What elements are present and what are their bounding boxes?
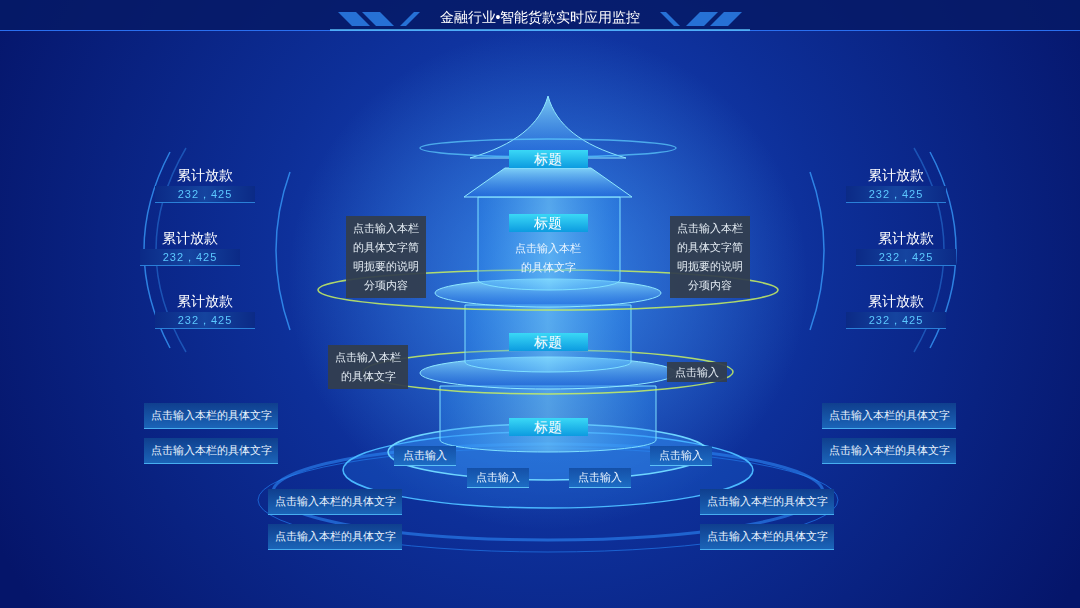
- note-box: 点击输入本栏 的具体文字: [328, 345, 408, 389]
- pagoda-title-box: 标题: [509, 333, 588, 351]
- note-text: 点击输入本栏 的具体文字: [332, 348, 404, 386]
- body-text: 点击输入本栏 的具体文字: [508, 239, 588, 277]
- box-text: 点击输入本栏的具体文字: [706, 524, 828, 549]
- note-box: 点击输入本栏 的具体文字简 明扼要的说明 分项内容: [346, 216, 426, 298]
- chip-text: 点击输入: [578, 468, 622, 487]
- stat-value: 232，425: [140, 249, 240, 266]
- stat-card: 累计放款 232，425: [140, 229, 240, 266]
- text-box: 点击输入本栏的具体文字: [268, 524, 402, 550]
- stat-value: 232，425: [856, 249, 956, 266]
- stat-heading: 累计放款: [155, 292, 255, 310]
- chip-text: 点击输入: [403, 446, 447, 465]
- note-box: 点击输入本栏 的具体文字简 明扼要的说明 分项内容: [670, 216, 750, 298]
- stat-heading: 累计放款: [846, 292, 946, 310]
- pagoda-title-box: 标题: [509, 150, 588, 168]
- text-box: 点击输入本栏的具体文字: [144, 438, 278, 464]
- stat-heading: 累计放款: [140, 229, 240, 247]
- text-box: 点击输入本栏的具体文字: [700, 524, 834, 550]
- text-box: 点击输入本栏的具体文字: [144, 403, 278, 429]
- stat-card: 累计放款 232，425: [155, 166, 255, 203]
- title-label: 标题: [509, 150, 588, 168]
- tag-box: 点击输入: [667, 362, 727, 382]
- title-label: 标题: [509, 214, 588, 232]
- box-text: 点击输入本栏的具体文字: [150, 403, 272, 428]
- text-box: 点击输入本栏的具体文字: [822, 438, 956, 464]
- stat-value: 232，425: [155, 186, 255, 203]
- stat-value: 232，425: [846, 186, 946, 203]
- pagoda-title-box: 标题点击输入本栏 的具体文字: [508, 214, 588, 277]
- stat-value: 232，425: [846, 312, 946, 329]
- chip-box: 点击输入: [569, 468, 631, 488]
- box-text: 点击输入本栏的具体文字: [274, 489, 396, 514]
- box-text: 点击输入本栏的具体文字: [828, 438, 950, 463]
- title-label: 标题: [509, 333, 588, 351]
- chip-box: 点击输入: [467, 468, 529, 488]
- stat-card: 累计放款 232，425: [155, 292, 255, 329]
- stat-value: 232，425: [155, 312, 255, 329]
- text-box: 点击输入本栏的具体文字: [700, 489, 834, 515]
- stat-heading: 累计放款: [846, 166, 946, 184]
- stat-card: 累计放款 232，425: [846, 166, 946, 203]
- chip-box: 点击输入: [394, 446, 456, 466]
- chip-text: 点击输入: [659, 446, 703, 465]
- pagoda-title-box: 标题: [509, 418, 588, 436]
- title-label: 标题: [509, 418, 588, 436]
- stat-card: 累计放款 232，425: [856, 229, 956, 266]
- chip-text: 点击输入: [476, 468, 520, 487]
- text-box: 点击输入本栏的具体文字: [822, 403, 956, 429]
- box-text: 点击输入本栏的具体文字: [706, 489, 828, 514]
- text-box: 点击输入本栏的具体文字: [268, 489, 402, 515]
- box-text: 点击输入本栏的具体文字: [828, 403, 950, 428]
- page-title: 金融行业•智能货款实时应用监控: [0, 8, 1080, 26]
- note-text: 点击输入本栏 的具体文字简 明扼要的说明 分项内容: [350, 219, 422, 295]
- tag-text: 点击输入: [675, 364, 719, 380]
- note-text: 点击输入本栏 的具体文字简 明扼要的说明 分项内容: [674, 219, 746, 295]
- box-text: 点击输入本栏的具体文字: [274, 524, 396, 549]
- stat-heading: 累计放款: [856, 229, 956, 247]
- chip-box: 点击输入: [650, 446, 712, 466]
- box-text: 点击输入本栏的具体文字: [150, 438, 272, 463]
- stat-heading: 累计放款: [155, 166, 255, 184]
- stat-card: 累计放款 232，425: [846, 292, 946, 329]
